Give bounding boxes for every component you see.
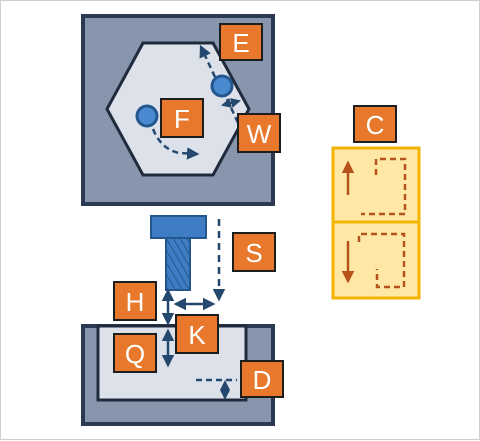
arrow-e-path <box>199 44 217 78</box>
arrow-w-dim <box>221 98 241 108</box>
label-s-text: S <box>245 238 262 268</box>
label-k: K <box>175 314 219 354</box>
screw-shank <box>165 237 191 291</box>
label-w-text: W <box>247 119 272 149</box>
hole-circle-f <box>135 104 159 128</box>
legend-glyph-bottom <box>357 232 406 289</box>
label-w: W <box>237 113 281 153</box>
label-s: S <box>232 232 276 272</box>
label-q: Q <box>113 333 157 373</box>
label-f: F <box>160 98 204 138</box>
legend-c <box>331 146 421 300</box>
label-d: D <box>240 360 284 398</box>
screw-head <box>150 215 207 239</box>
label-f-text: F <box>174 104 190 134</box>
label-q-text: Q <box>125 339 145 369</box>
label-e: E <box>219 23 263 61</box>
label-k-text: K <box>188 320 206 350</box>
label-h: H <box>113 281 157 321</box>
label-h-text: H <box>126 287 145 317</box>
label-d-text: D <box>253 365 272 395</box>
label-c: C <box>353 105 397 143</box>
legend-glyph-top <box>361 157 407 216</box>
hole-circle-e <box>210 74 234 98</box>
arrow-f-path <box>151 128 200 160</box>
label-c-text: C <box>366 110 385 140</box>
label-e-text: E <box>232 28 249 58</box>
screw <box>150 215 207 291</box>
